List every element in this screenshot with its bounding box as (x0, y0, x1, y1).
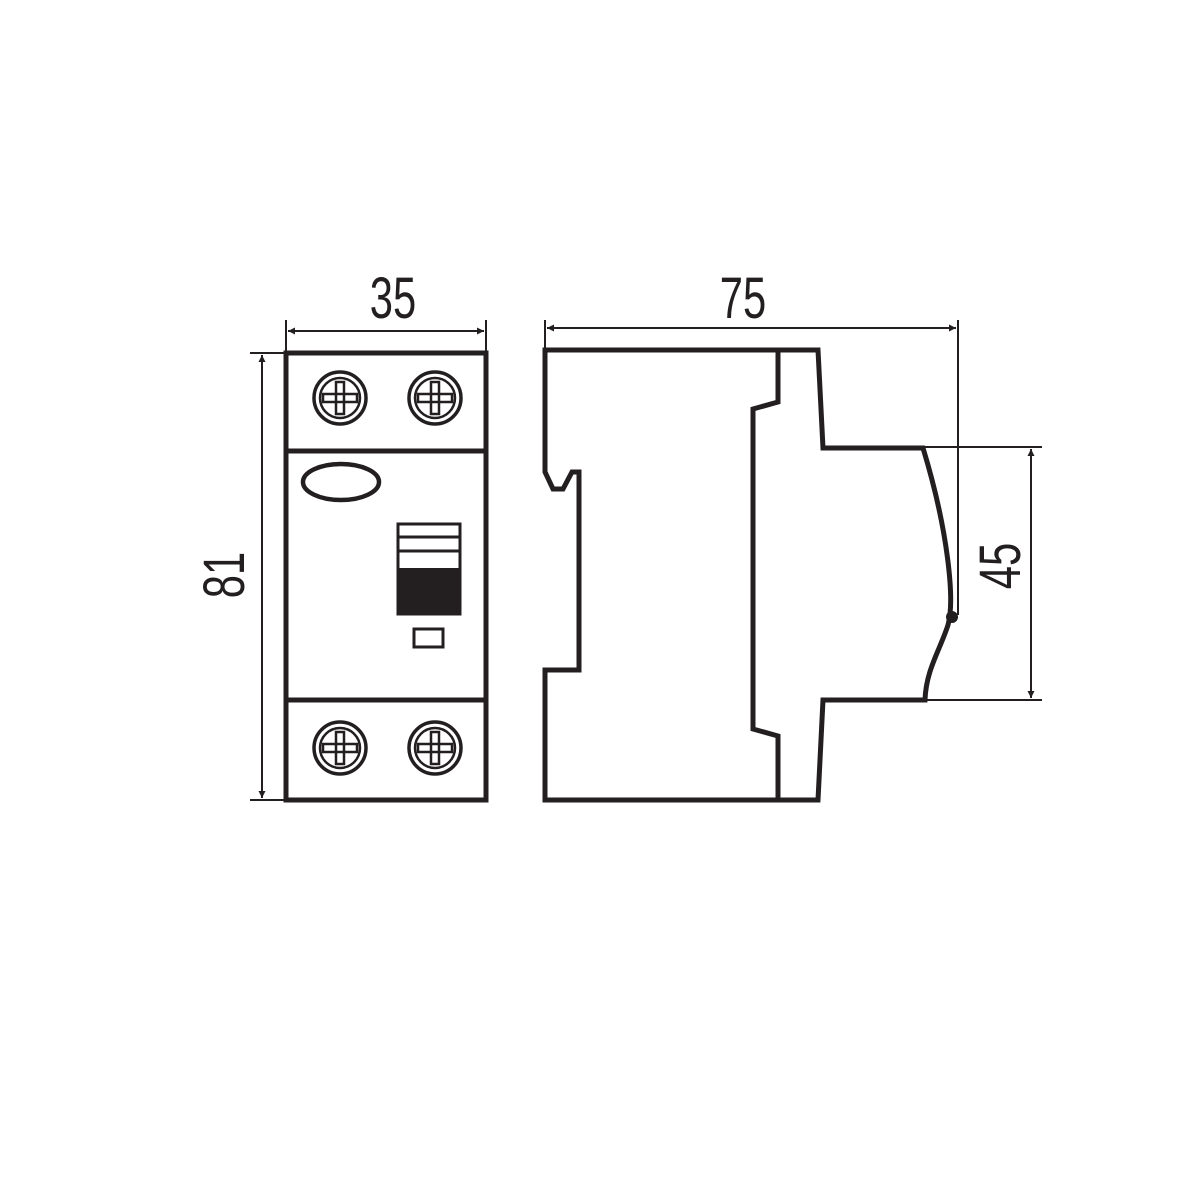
screw-terminal-icon (407, 370, 463, 426)
dimension-depth-75 (544, 320, 959, 615)
front-view (283, 350, 489, 803)
screw-terminal-icon (407, 720, 463, 776)
dimension-height-81 (250, 352, 286, 801)
dimension-label-width: 35 (370, 265, 416, 330)
screw-terminal-icon (312, 720, 368, 776)
toggle-switch-icon (396, 522, 462, 616)
side-view (542, 347, 958, 803)
status-window (412, 627, 445, 649)
dimension-label-height: 81 (191, 552, 256, 598)
device-body-front (283, 350, 489, 803)
screw-terminal-icon (312, 370, 368, 426)
dimension-front-height-45 (923, 446, 1042, 701)
dimension-label-depth: 75 (720, 265, 766, 330)
dimension-width-35 (285, 320, 487, 352)
din-rail-clip-line (750, 350, 781, 800)
toggle-tip (946, 611, 958, 623)
dimension-label-front-height: 45 (967, 543, 1032, 589)
device-body-side (542, 347, 954, 803)
test-button-oval (300, 461, 382, 503)
